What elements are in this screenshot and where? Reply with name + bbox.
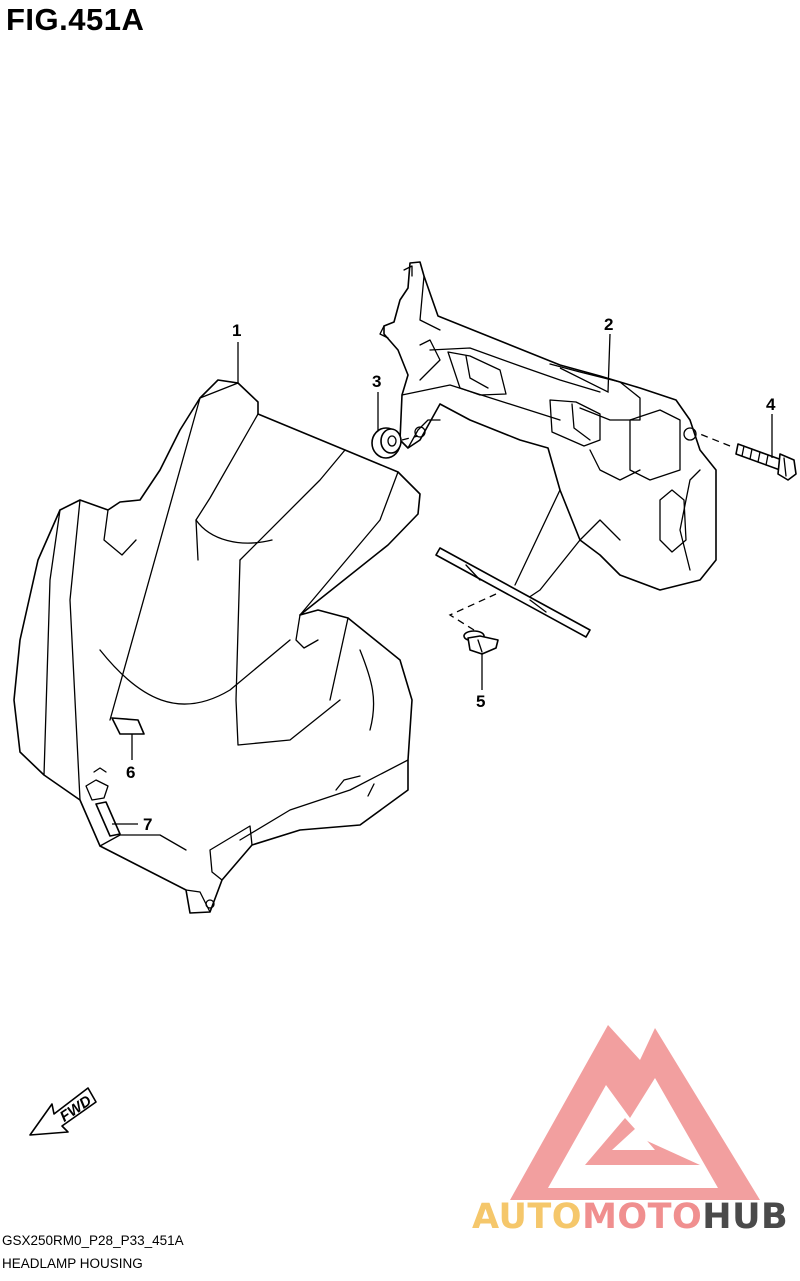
part-2-bracket	[379, 261, 717, 638]
callout-1: 1	[232, 321, 241, 340]
part-1-housing	[13, 379, 421, 914]
footer-diagram-code: GSX250RM0_P28_P33_451A	[2, 1233, 184, 1248]
wordmark-hub: HUB	[702, 1197, 789, 1237]
assembly-line-grommet	[401, 435, 419, 441]
callout-2: 2	[604, 315, 613, 334]
wordmark-auto: AUTO	[472, 1197, 583, 1237]
leader-2	[559, 333, 611, 394]
assembly-line-clip	[448, 593, 497, 631]
part-5-clip	[463, 630, 499, 655]
footer-diagram-name: HEADLAMP HOUSING	[2, 1256, 143, 1271]
part-4-bolt	[735, 443, 797, 481]
wordmark-moto: MOTO	[582, 1197, 703, 1237]
part-3-grommet	[371, 427, 402, 459]
part-6-pad	[111, 717, 145, 735]
watermark-logo	[510, 1025, 760, 1200]
watermark-wordmark: AUTOMOTOHUB	[472, 1197, 788, 1237]
callout-7: 7	[143, 815, 152, 834]
callout-4: 4	[766, 395, 776, 414]
part-7-pad	[95, 801, 121, 837]
assembly-line-bolt	[699, 433, 731, 447]
fwd-arrow-icon: FWD	[29, 1087, 97, 1136]
figure-title: FIG.451A	[6, 2, 145, 37]
callout-6: 6	[126, 763, 135, 782]
callout-5: 5	[476, 692, 485, 711]
callout-3: 3	[372, 372, 381, 391]
